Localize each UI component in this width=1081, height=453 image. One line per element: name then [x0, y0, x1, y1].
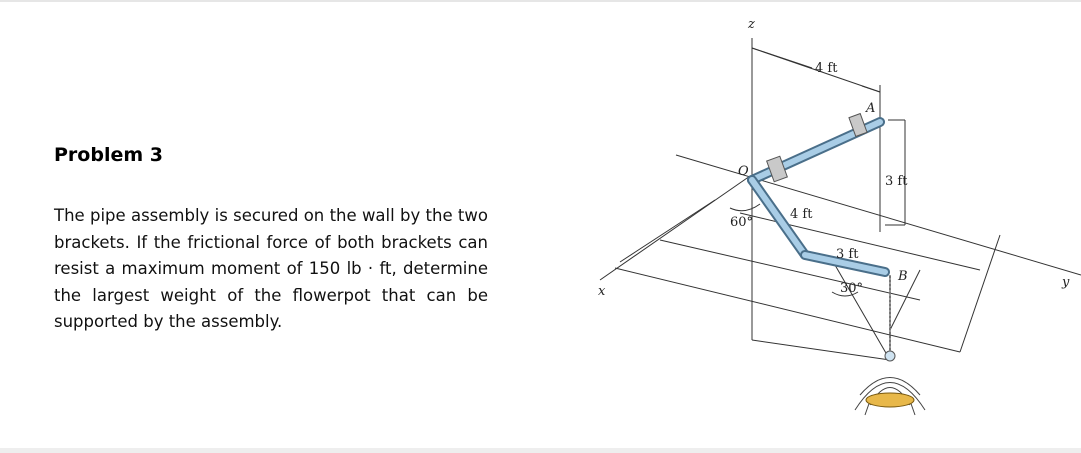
support-lines [751, 264, 891, 361]
point-a-label: A [865, 101, 875, 116]
top-dimension [751, 47, 881, 93]
bracket-near-a [848, 112, 868, 138]
bracket-near-o [766, 155, 788, 183]
dimension-right-label: 3 ft [885, 174, 908, 189]
problem-title: Problem 3 [54, 144, 163, 166]
pipe-assembly-diagram: z x y O A B 4 ft 3 ft 4 ft 3 ft 60° 30° [598, 17, 1081, 416]
axis-y-label: y [1061, 275, 1070, 290]
axis-z-label: z [747, 17, 755, 32]
pot-hook [884, 350, 896, 362]
angle-60-arc [729, 203, 761, 212]
angle-60-label: 60° [730, 215, 753, 230]
point-b-label: B [897, 269, 908, 284]
angle-30-arc [831, 291, 859, 297]
dimension-short-label: 3 ft [836, 247, 859, 262]
flowerpot [854, 377, 926, 416]
vertical-reference-lines [751, 38, 906, 340]
dimension-diag-label: 4 ft [790, 207, 813, 222]
axis-x-label: x [598, 284, 606, 299]
angle-30-label: 30° [840, 281, 863, 296]
problem-statement: The pipe assembly is secured on the wall… [54, 206, 488, 331]
bottom-rule [0, 448, 1081, 453]
point-o-label: O [738, 164, 749, 179]
top-rule [0, 0, 1081, 2]
dimension-top-label: 4 ft [815, 61, 838, 76]
